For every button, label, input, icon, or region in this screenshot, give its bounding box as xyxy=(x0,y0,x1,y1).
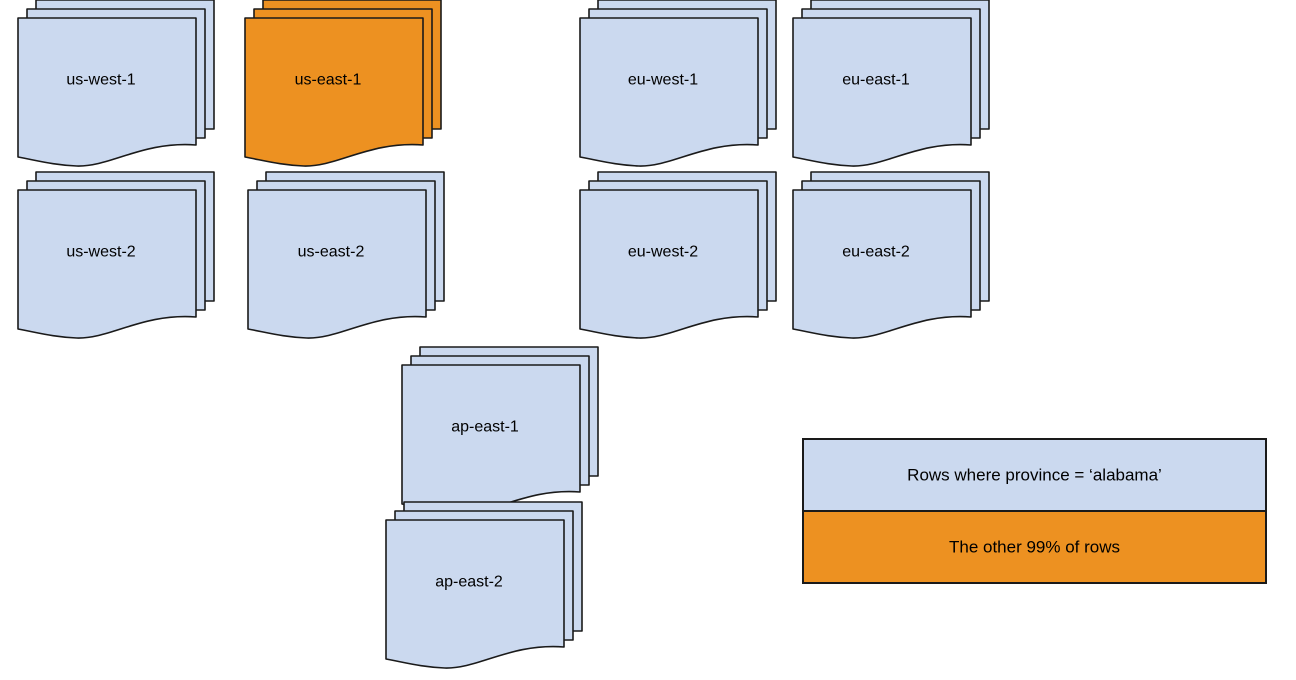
doc-stack-eu-west-2[interactable]: eu-west-2 xyxy=(579,171,777,339)
region-stacks-group: us-west-1 us-east-1 eu-west-1 eu-east-1 us-w… xyxy=(17,0,990,669)
doc-stack-eu-east-2-front-page xyxy=(792,189,972,339)
doc-stack-us-west-1-label: us-west-1 xyxy=(66,72,135,89)
legend-row-other: The other 99% of rows xyxy=(802,510,1267,584)
doc-stack-us-west-2-front-page xyxy=(17,189,197,339)
doc-stack-us-east-1-front-page xyxy=(244,17,424,167)
doc-stack-eu-west-2-label: eu-west-2 xyxy=(628,244,698,261)
legend-row-other-label: The other 99% of rows xyxy=(949,537,1120,556)
doc-stack-eu-east-1-label: eu-east-1 xyxy=(842,72,910,89)
doc-stack-ap-east-1-label: ap-east-1 xyxy=(451,419,519,436)
doc-stack-ap-east-1[interactable]: ap-east-1 xyxy=(401,346,599,514)
doc-stack-us-east-2[interactable]: us-east-2 xyxy=(247,171,445,339)
doc-stack-eu-east-1-front-page xyxy=(792,17,972,167)
doc-stack-us-west-2-label: us-west-2 xyxy=(66,244,135,261)
doc-stack-us-east-2-label: us-east-2 xyxy=(298,244,365,261)
doc-stack-eu-west-1[interactable]: eu-west-1 xyxy=(579,0,777,167)
legend-row-alabama: Rows where province = ‘alabama’ xyxy=(802,438,1267,512)
legend-row-alabama-swatch xyxy=(802,438,1267,512)
doc-stack-ap-east-2-label: ap-east-2 xyxy=(435,574,503,591)
doc-stack-us-east-1-label: us-east-1 xyxy=(295,72,362,89)
doc-stack-us-west-1[interactable]: us-west-1 xyxy=(17,0,215,167)
doc-stack-us-west-1-front-page xyxy=(17,17,197,167)
doc-stack-ap-east-1-front-page xyxy=(401,364,581,514)
doc-stack-eu-west-2-front-page xyxy=(579,189,759,339)
doc-stack-ap-east-2[interactable]: ap-east-2 xyxy=(385,501,583,669)
doc-stack-us-west-2[interactable]: us-west-2 xyxy=(17,171,215,339)
doc-stack-ap-east-2-front-page xyxy=(385,519,565,669)
doc-stack-eu-east-1[interactable]: eu-east-1 xyxy=(792,0,990,167)
doc-stack-us-east-1[interactable]: us-east-1 xyxy=(244,0,442,167)
legend-row-alabama-label: Rows where province = ‘alabama’ xyxy=(907,465,1162,484)
doc-stack-eu-west-1-front-page xyxy=(579,17,759,167)
doc-stack-eu-east-2-label: eu-east-2 xyxy=(842,244,910,261)
doc-stack-eu-west-1-label: eu-west-1 xyxy=(628,72,698,89)
legend-group: Rows where province = ‘alabama’ The other… xyxy=(802,438,1267,584)
legend-row-other-swatch xyxy=(802,510,1267,584)
doc-stack-eu-east-2[interactable]: eu-east-2 xyxy=(792,171,990,339)
doc-stack-us-east-2-front-page xyxy=(247,189,427,339)
